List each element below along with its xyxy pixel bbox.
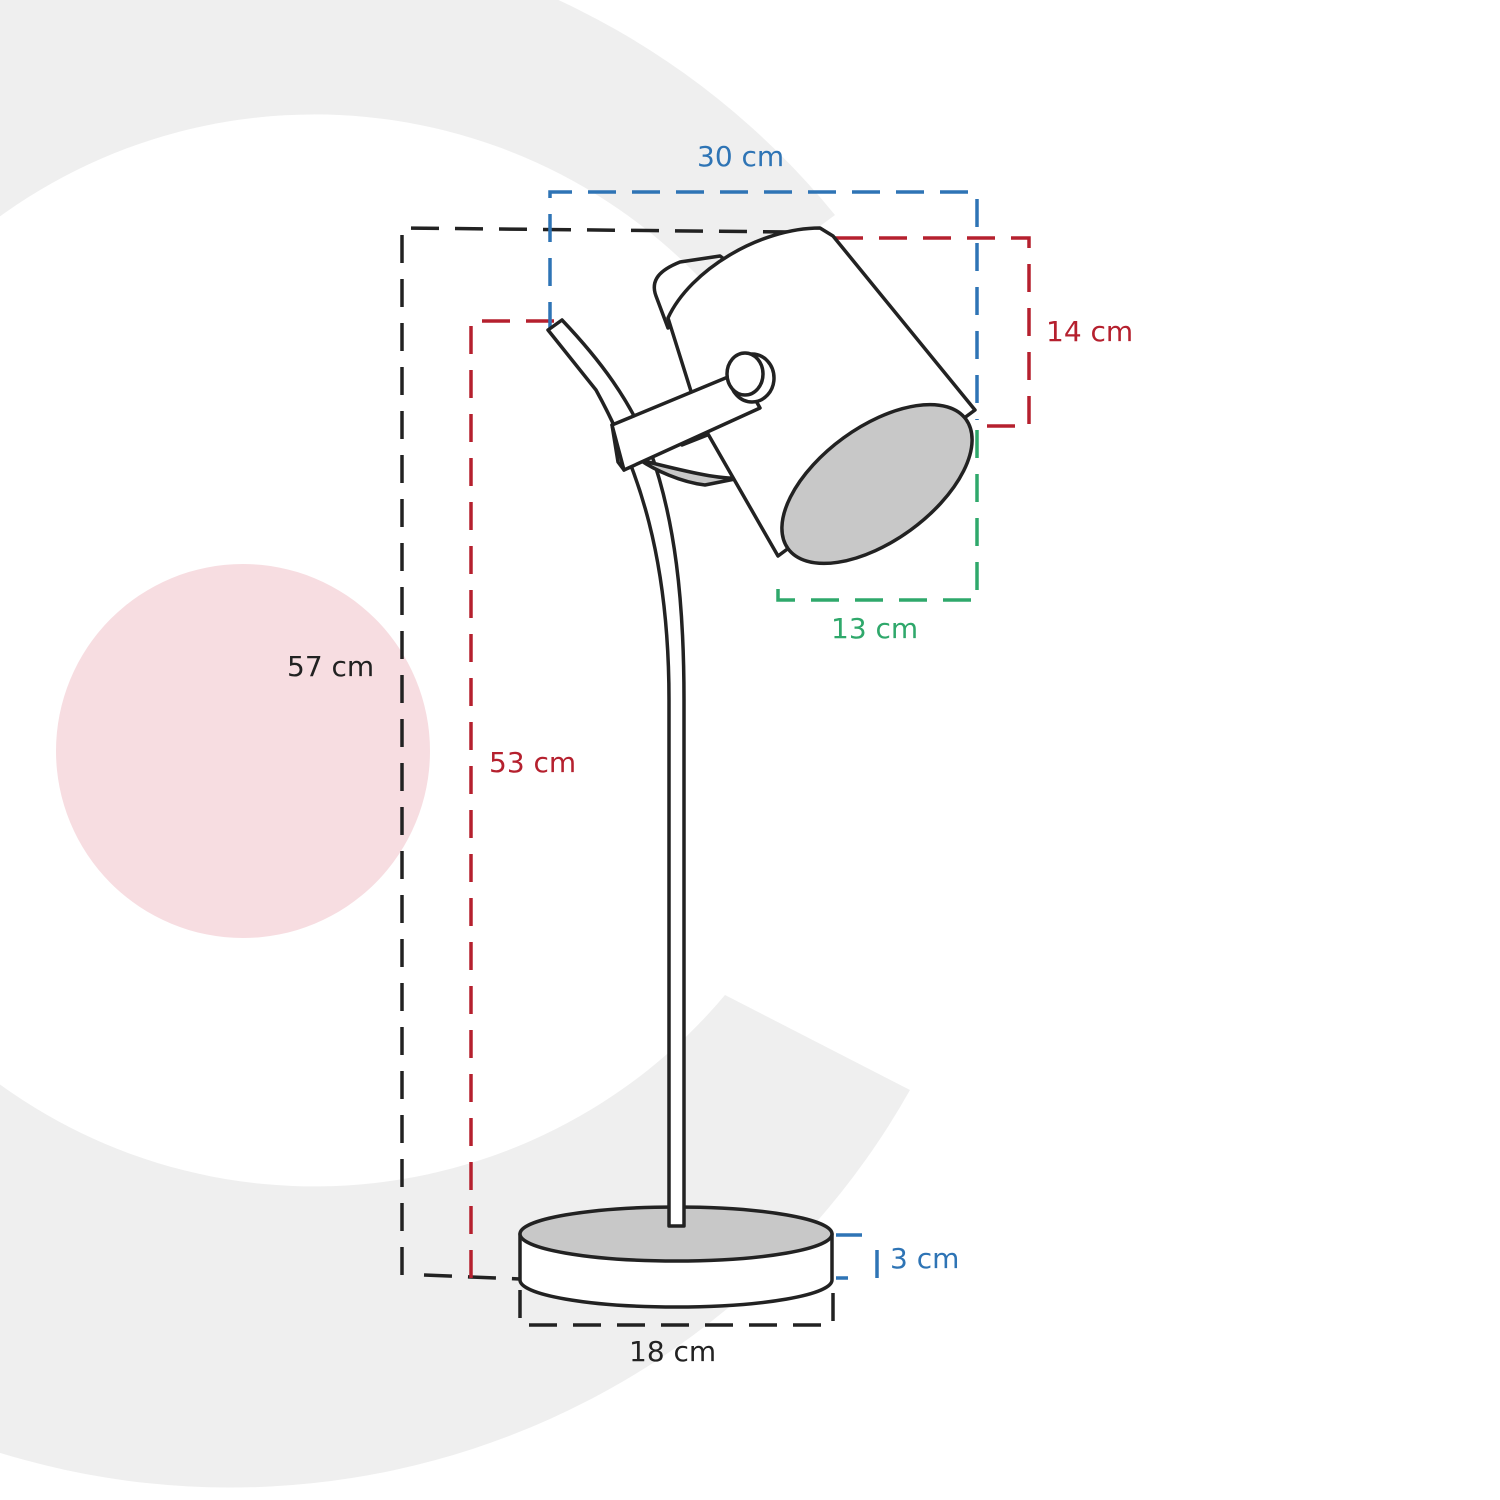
lamp-shade-opening — [780, 402, 974, 566]
lamp-pivot-knob — [725, 351, 765, 397]
decor-pink-circle — [56, 564, 430, 938]
dim-label-arm-height: 53 cm — [489, 746, 577, 779]
dim-width-total-line — [548, 190, 979, 420]
dim-label-shade-length: 14 cm — [1046, 315, 1134, 348]
dim-label-shade-diameter: 13 cm — [831, 612, 919, 645]
lamp-shade-wire — [652, 254, 730, 330]
dim-label-width-total: 30 cm — [697, 140, 785, 173]
dim-label-height-total: 57 cm — [287, 650, 375, 683]
dim-base-height-marks — [836, 1233, 879, 1280]
dim-label-base-height: 3 cm — [890, 1242, 960, 1275]
lamp-illustration — [518, 226, 977, 1309]
dim-shade-diameter-line — [776, 430, 979, 602]
dimension-lines — [400, 190, 1031, 1327]
dim-base-diameter-line — [518, 1290, 835, 1327]
dim-label-base-diameter: 18 cm — [629, 1335, 717, 1368]
dim-shade-length-line — [835, 236, 1031, 428]
lamp-arm — [546, 318, 686, 1228]
lamp-shade-body — [666, 226, 977, 558]
dim-arm-height-line — [469, 319, 558, 1278]
lamp-bracket-collar-edge — [610, 423, 626, 472]
lamp-bracket-collar — [610, 370, 762, 472]
